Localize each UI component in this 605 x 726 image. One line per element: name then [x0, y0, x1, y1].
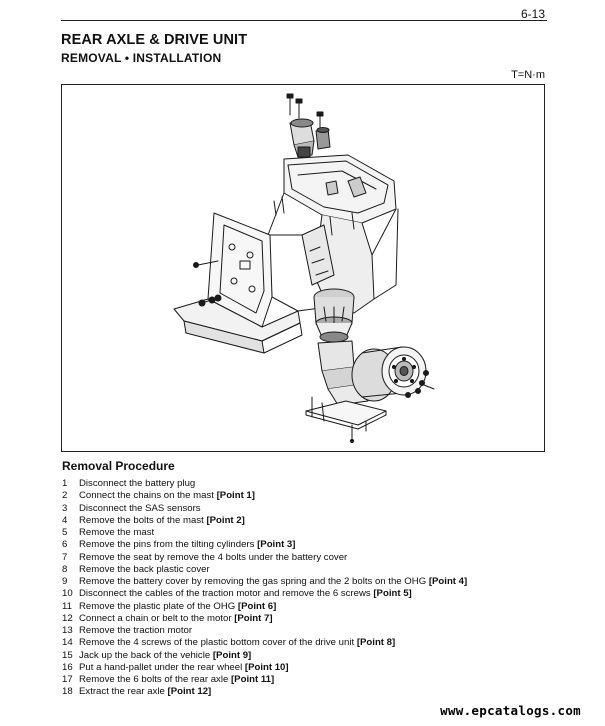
- step-text: Connect the chains on the mast: [79, 490, 217, 502]
- step-point-reference: [Point 7]: [234, 612, 273, 624]
- list-item: 11 Remove the plastic plate of the OHG [P…: [62, 601, 467, 613]
- rear-wheel-icon: [351, 346, 435, 402]
- step-number: 8: [62, 563, 68, 575]
- step-number: 18: [62, 686, 73, 698]
- list-item: 6 Remove the pins from the tilting cylind…: [62, 539, 467, 551]
- list-item: 15 Jack up the back of the vehicle [Point…: [62, 650, 467, 662]
- step-number: 10: [62, 588, 73, 600]
- list-item: 10 Disconnect the cables of the traction …: [62, 588, 467, 600]
- connector-plug-icon: [289, 118, 331, 158]
- step-text: Remove the pins from the tilting cylinde…: [79, 539, 258, 551]
- step-text: Remove the back plastic cover: [79, 563, 210, 575]
- step-point-reference: [Point 8]: [356, 637, 396, 649]
- traction-motor-icon: [313, 288, 355, 343]
- list-item: 14 Remove the 4 screws of the plastic bot…: [62, 637, 467, 649]
- step-text: Remove the seat by remove the 4 bolts un…: [79, 551, 348, 563]
- removal-steps-list: 1 Disconnect the battery plug 2 Connect the…: [62, 478, 467, 699]
- step-text: Remove the 6 bolts of the rear axle: [79, 674, 231, 685]
- step-point-reference: [Point 10]: [244, 661, 289, 673]
- step-text: Remove the plastic plate of the OHG: [79, 600, 238, 612]
- step-text: Remove the mast: [79, 527, 155, 538]
- step-point-reference: [Point 3]: [257, 539, 296, 551]
- step-text: Disconnect the SAS sensors: [79, 502, 201, 514]
- step-number: 4: [62, 514, 68, 526]
- list-item: 5 Remove the mast: [62, 527, 467, 539]
- step-text: Remove the traction motor: [79, 625, 193, 636]
- figure-frame: [61, 84, 545, 452]
- step-point-reference: [Point 12]: [167, 686, 212, 698]
- step-point-reference: [Point 6]: [237, 600, 277, 612]
- list-item: 9 Remove the battery cover by removing th…: [62, 576, 467, 588]
- step-text: Remove the 4 screws of the plastic botto…: [79, 637, 357, 649]
- step-number: 3: [62, 502, 68, 514]
- housing-bolts-icon: [273, 196, 355, 236]
- page-number: 6-13: [520, 7, 545, 21]
- step-number: 15: [62, 649, 73, 661]
- step-text: Connect a chain or belt to the motor: [79, 612, 235, 624]
- step-point-reference: [Point 2]: [206, 514, 245, 526]
- step-number: 14: [62, 637, 73, 649]
- page-title: REAR AXLE & DRIVE UNIT: [61, 32, 248, 48]
- step-number: 16: [62, 661, 73, 673]
- step-number: 1: [62, 478, 68, 489]
- step-text: Disconnect the cables of the traction mo…: [79, 588, 374, 600]
- bracket-plate-icon: [207, 212, 273, 328]
- top-bolts-icon: [286, 93, 324, 128]
- list-item: 2 Connect the chains on the mast [Point 1…: [62, 490, 467, 502]
- step-text: Disconnect the battery plug: [79, 478, 196, 489]
- step-number: 2: [62, 490, 68, 502]
- step-text: Remove the battery cover by removing the…: [79, 576, 429, 587]
- list-item: 16 Put a hand-pallet under the rear wheel…: [62, 662, 467, 674]
- step-number: 9: [62, 576, 68, 587]
- step-number: 5: [62, 527, 68, 538]
- list-item: 7 Remove the seat by remove the 4 bolts u…: [62, 552, 467, 564]
- list-item: 4 Remove the bolts of the mast [Point 2]: [62, 515, 467, 527]
- step-point-reference: [Point 4]: [428, 576, 468, 587]
- list-item: 12 Connect a chain or belt to the motor […: [62, 613, 467, 625]
- page-subtitle: REMOVAL • INSTALLATION: [61, 51, 222, 65]
- step-point-reference: [Point 9]: [212, 649, 252, 661]
- drive-column-icon: [317, 340, 369, 406]
- step-text: Extract the rear axle: [79, 686, 168, 698]
- header-rule: [61, 20, 547, 21]
- step-number: 7: [62, 551, 68, 563]
- torque-unit-note: T=N·m: [511, 69, 545, 81]
- list-item: 13 Remove the traction motor: [62, 625, 467, 637]
- left-bolts-icon: [193, 260, 222, 307]
- step-text: Remove the bolts of the mast: [79, 514, 207, 526]
- list-item: 17 Remove the 6 bolts of the rear axle [P…: [62, 674, 467, 686]
- step-point-reference: [Point 11]: [230, 674, 275, 685]
- step-number: 12: [62, 612, 73, 624]
- section-heading: Removal Procedure: [62, 459, 175, 473]
- step-text: Put a hand-pallet under the rear wheel: [79, 661, 245, 673]
- watermark: www.epcatalogs.com: [440, 703, 581, 718]
- list-item: 18 Extract the rear axle [Point 12]: [62, 686, 467, 698]
- list-item: 3 Disconnect the SAS sensors: [62, 503, 467, 515]
- step-text: Jack up the back of the vehicle: [79, 649, 213, 661]
- list-item: 8 Remove the back plastic cover: [62, 564, 467, 576]
- frame-tray-icon: [173, 298, 303, 354]
- drive-unit-housing-icon: [267, 154, 399, 314]
- step-number: 11: [62, 600, 72, 612]
- step-number: 6: [62, 539, 68, 551]
- rear-axle-drive-unit-illustration-icon: [173, 93, 435, 444]
- list-item: 1 Disconnect the battery plug: [62, 478, 467, 490]
- step-number: 17: [62, 674, 73, 685]
- bottom-cover-plate-icon: [305, 396, 387, 444]
- step-point-reference: [Point 1]: [216, 490, 255, 502]
- step-number: 13: [62, 625, 73, 636]
- step-point-reference: [Point 5]: [373, 588, 412, 600]
